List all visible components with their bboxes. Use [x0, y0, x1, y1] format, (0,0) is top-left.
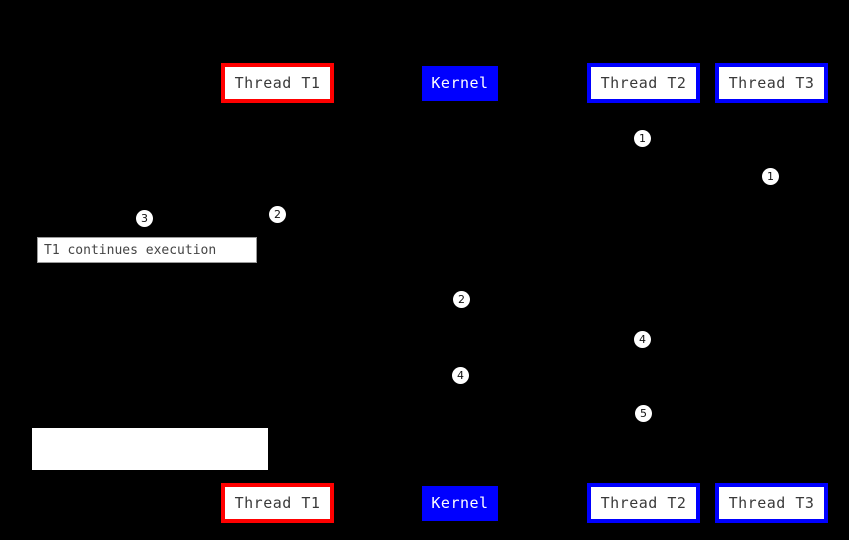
- participant-label: Thread T3: [728, 73, 815, 92]
- participant-label: Thread T1: [234, 493, 321, 512]
- participant-top-thread-t2[interactable]: Thread T2: [587, 63, 700, 103]
- step-badge-2: 2: [269, 206, 286, 223]
- step-badge-2: 2: [453, 291, 470, 308]
- note-blank: [32, 428, 268, 470]
- participant-top-thread-t1[interactable]: Thread T1: [221, 63, 334, 103]
- participant-bottom-thread-t2[interactable]: Thread T2: [587, 483, 700, 523]
- note-text: T1 continues execution: [44, 242, 217, 258]
- step-badge-4: 4: [452, 367, 469, 384]
- note-t1-continues: T1 continues execution: [37, 237, 257, 263]
- step-badge-4: 4: [634, 331, 651, 348]
- participant-label: Kernel: [431, 494, 489, 512]
- lifeline-thread-t1: [277, 103, 278, 483]
- lifeline-thread-t3: [771, 103, 772, 483]
- participant-label: Thread T2: [600, 493, 687, 512]
- step-badge-1: 1: [762, 168, 779, 185]
- participant-label: Thread T1: [234, 73, 321, 92]
- participant-top-kernel[interactable]: Kernel: [422, 66, 498, 101]
- participant-bottom-thread-t3[interactable]: Thread T3: [715, 483, 828, 523]
- step-badge-5: 5: [635, 405, 652, 422]
- step-badge-1: 1: [634, 130, 651, 147]
- participant-label: Thread T3: [728, 493, 815, 512]
- participant-label: Thread T2: [600, 73, 687, 92]
- lifeline-thread-t2: [643, 103, 644, 483]
- participant-bottom-thread-t1[interactable]: Thread T1: [221, 483, 334, 523]
- participant-label: Kernel: [431, 74, 489, 92]
- step-badge-3: 3: [136, 210, 153, 227]
- participant-top-thread-t3[interactable]: Thread T3: [715, 63, 828, 103]
- participant-bottom-kernel[interactable]: Kernel: [422, 486, 498, 521]
